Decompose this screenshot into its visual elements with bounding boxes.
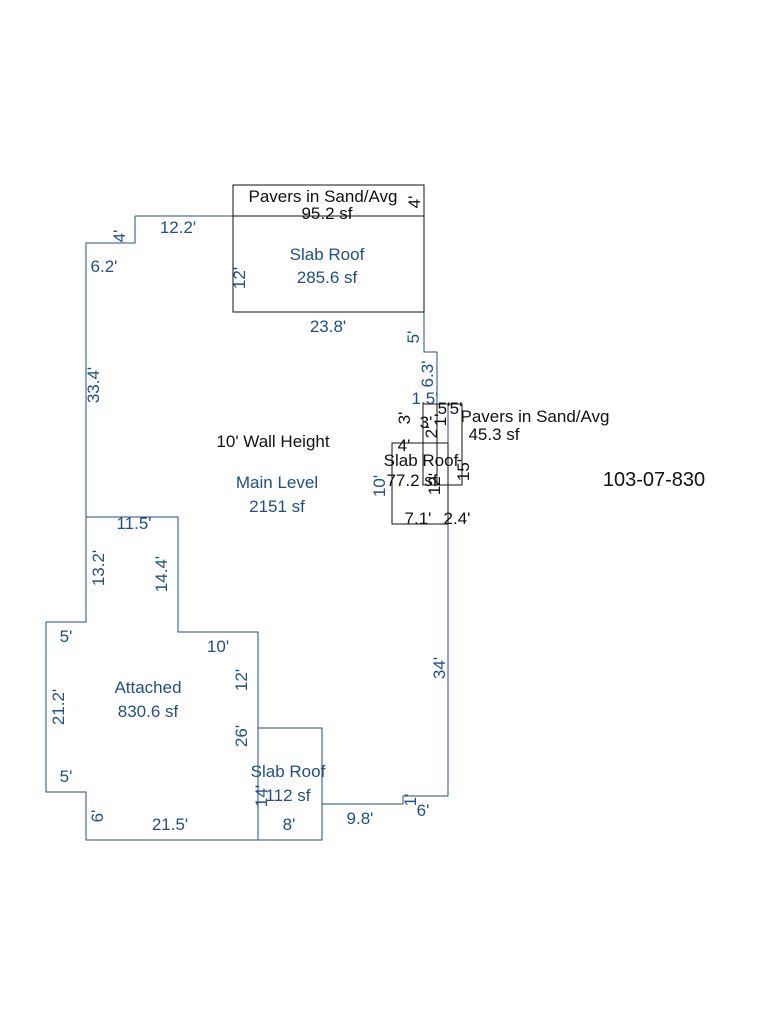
- dim-33-4: 33.4': [84, 367, 103, 403]
- attached-area: 830.6 sf: [118, 702, 179, 721]
- dim-4-small: 4': [398, 436, 411, 455]
- dim-2: 2': [422, 426, 441, 439]
- pavers-right-name: Pavers in Sand/Avg: [461, 407, 610, 426]
- dim-5-upper: 5': [60, 627, 73, 646]
- dim-4-top: 4': [110, 230, 129, 243]
- dim-12-2: 12.2': [160, 218, 196, 237]
- pavers-right-area: 45.3 sf: [468, 425, 519, 444]
- main-level-outline: [85, 215, 449, 805]
- parcel-id: 103-07-830: [603, 469, 705, 491]
- dim-13-2: 13.2': [89, 550, 108, 586]
- dim-6-bottom-right: 6': [417, 801, 430, 820]
- slab-roof-right-name: Slab Roof: [384, 451, 459, 470]
- dim-14-4: 14.4': [152, 556, 171, 592]
- dim-6-bottom-left: 6': [88, 810, 107, 823]
- dim-10: 10': [207, 637, 229, 656]
- dim-12-att: 12': [232, 669, 251, 691]
- dim-1-5: 1.5': [412, 389, 439, 408]
- dim-5-lower: 5': [60, 767, 73, 786]
- dim-1-small: 1': [431, 414, 450, 427]
- dim-3-b: 3': [420, 413, 433, 432]
- slab-roof-right-area: 77.2 sf: [386, 471, 437, 490]
- dim-9-8: 9.8': [347, 809, 374, 828]
- pavers-right-outline: [422, 403, 463, 486]
- main-level-name: Main Level: [236, 473, 318, 492]
- dim-11-5: 11.5': [116, 514, 151, 533]
- slab-roof-bottom-area: 112 sf: [265, 786, 310, 805]
- attached-name: Attached: [114, 678, 181, 697]
- dim-34: 34': [430, 657, 449, 679]
- slab-roof-top-area: 285.6 sf: [297, 268, 358, 287]
- attached-outline: [45, 517, 323, 841]
- dim-5-right: 5': [404, 331, 423, 344]
- dim-7-1: 7.1': [405, 509, 432, 528]
- dim-4-pavers: 4': [405, 196, 424, 209]
- wall-height-label: 10' Wall Height: [216, 432, 329, 451]
- main-level-area: 2151 sf: [249, 497, 305, 516]
- dim-5-b: 5': [450, 399, 463, 418]
- dim-26: 26': [232, 725, 251, 747]
- dim-6-3: 6.3': [418, 361, 437, 388]
- dim-6-2: 6.2': [91, 257, 118, 276]
- dim-21-2: 21.2': [49, 689, 68, 725]
- pavers-top-area: 95.2 sf: [301, 204, 352, 223]
- dim-15: 15': [454, 459, 473, 481]
- slab-roof-right-outline: [391, 442, 449, 525]
- slab-roof-bottom-name: Slab Roof: [251, 762, 326, 781]
- dim-23-8: 23.8': [310, 317, 346, 336]
- slab-roof-top-name: Slab Roof: [290, 245, 365, 264]
- dim-14: 14': [252, 785, 271, 807]
- dim-3-a: 3': [395, 412, 414, 425]
- slab-roof-top-outline: [232, 215, 425, 313]
- dim-10-small: 10': [370, 475, 389, 497]
- pavers-top-name: Pavers in Sand/Avg: [249, 187, 398, 206]
- dim-12-slab: 12': [230, 267, 249, 289]
- dim-21-5: 21.5': [152, 815, 188, 834]
- dim-1: 1': [401, 794, 420, 807]
- dim-12-small: 12': [425, 473, 444, 495]
- dim-5-a: 5': [438, 399, 451, 418]
- dim-2-4: 2.4': [444, 509, 471, 528]
- dim-8: 8': [283, 815, 296, 834]
